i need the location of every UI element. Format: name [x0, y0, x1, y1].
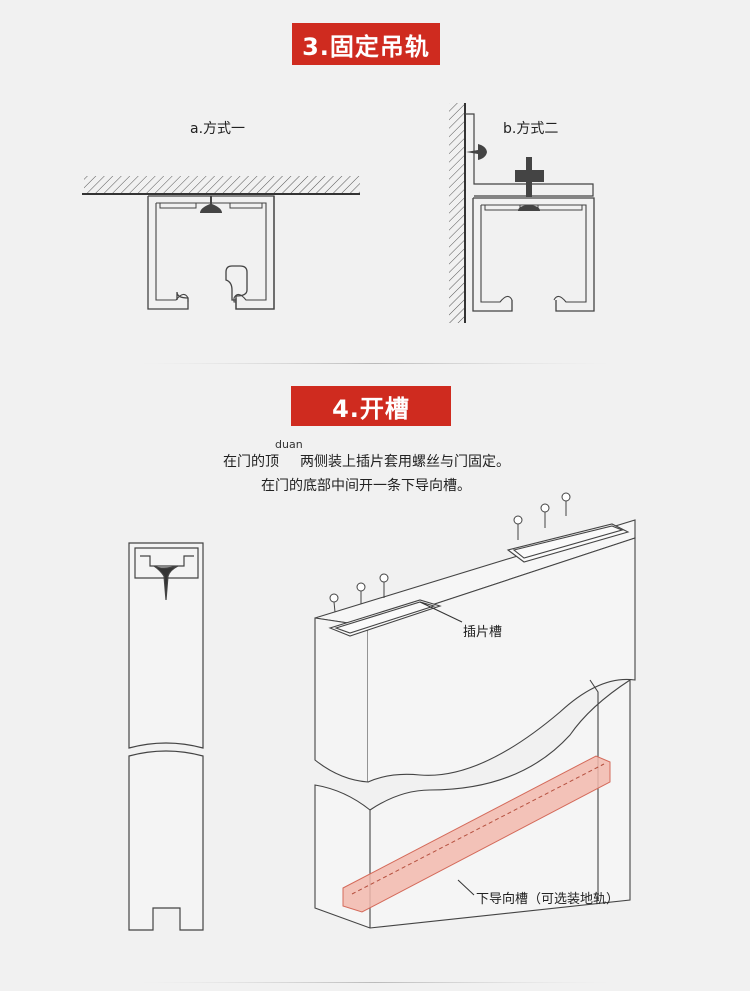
door-3d-view — [314, 492, 636, 929]
ceiling-hatch — [84, 176, 360, 194]
desc-line2: 在门的底部中间开一条下导向槽。 — [261, 478, 471, 494]
bottom-groove-label: 下导向槽（可选装地轨） — [476, 892, 620, 907]
t-bolt-icon — [515, 170, 544, 182]
door-side-section — [128, 542, 204, 931]
wall-screw-icon — [466, 144, 487, 160]
ceiling-mount-diagram — [82, 176, 360, 310]
screw-icon — [200, 196, 222, 213]
bottom-groove-highlight — [342, 755, 611, 913]
desc-line1-part2: 两侧装上插片套用螺丝与门固定。 — [300, 454, 510, 470]
section4-title: 4.开槽 — [291, 386, 451, 426]
section3-title: 3.固定吊轨 — [292, 23, 440, 65]
rail-profile-a — [147, 196, 275, 310]
method-a-label: a.方式一 — [190, 121, 246, 137]
wall-hatch — [449, 103, 465, 323]
insert-slot-leader — [419, 601, 463, 623]
wall-mount-diagram — [449, 103, 595, 323]
method-b-label: b.方式二 — [503, 121, 559, 137]
rail-profile-b — [472, 197, 595, 312]
divider — [140, 363, 610, 364]
desc-line1-part1: 在门的顶 — [223, 454, 279, 470]
groove-leader — [457, 879, 475, 896]
ruby-annotation: duan — [275, 438, 303, 451]
insert-slot-label: 插片槽 — [463, 625, 503, 640]
